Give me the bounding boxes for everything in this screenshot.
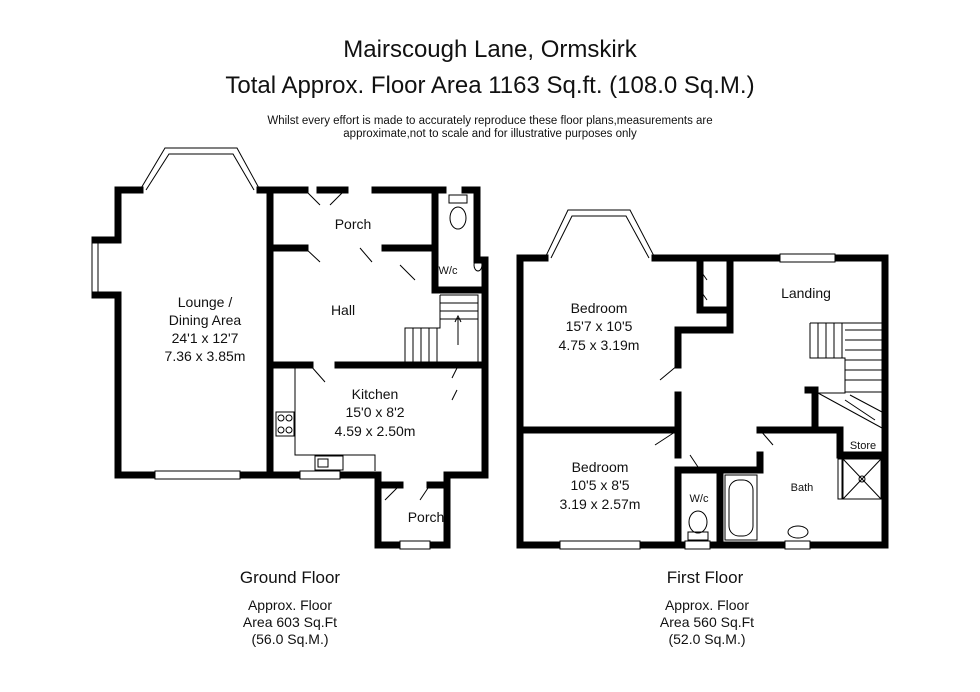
lounge-side-window: [91, 239, 99, 296]
bathtub-icon: [724, 474, 758, 541]
lounge-label-2: Dining Area: [169, 312, 242, 328]
ground-floor-plan: Lounge / Dining Area 24'1 x 12'7 7.36 x …: [91, 147, 489, 550]
ground-wc-basin: [473, 258, 483, 272]
lounge-front-window: [154, 470, 241, 480]
ground-floor-title: Ground Floor: [239, 568, 341, 587]
hob-icon: [275, 411, 295, 437]
landing-label: Landing: [781, 285, 831, 301]
first-floor-plan: Bedroom 15'7 x 10'5 4.75 x 3.19m Landing…: [516, 209, 889, 550]
bath-basin: [787, 525, 809, 539]
bedroom2-label: Bedroom: [572, 459, 629, 475]
porch-window: [399, 540, 431, 550]
first-floor-title: First Floor: [666, 568, 744, 587]
kitchen-label: Kitchen: [352, 386, 399, 402]
bath-label: Bath: [791, 482, 814, 494]
first-wc-toilet: [688, 510, 708, 534]
bedroom2-metric: 3.19 x 2.57m: [560, 496, 641, 512]
first-floor-area-line3: (52.0 Sq.M.): [668, 631, 746, 647]
first-floor-area-line2: Area 560 Sq.Ft: [659, 614, 755, 630]
first-floor-area-line1: Approx. Floor: [664, 597, 750, 613]
lounge-bay-window: [139, 147, 261, 191]
bedroom2-window: [559, 540, 641, 550]
ground-floor-area-line3: (56.0 Sq.M.): [251, 631, 329, 647]
disclaimer-line-1: Whilst every effort is made to accuratel…: [267, 115, 713, 127]
porch-top-label: Porch: [335, 216, 372, 232]
bedroom1-imperial: 15'7 x 10'5: [566, 318, 633, 334]
ground-floor-area-line1: Approx. Floor: [247, 597, 333, 613]
bath-window: [784, 540, 811, 550]
first-floor-area: Approx. Floor Area 560 Sq.Ft (52.0 Sq.M.…: [607, 597, 807, 648]
shower-tray-icon: [842, 458, 882, 500]
hall-label: Hall: [331, 302, 355, 318]
kitchen-metric: 4.59 x 2.50m: [335, 423, 416, 439]
first-wc-label: W/c: [690, 493, 709, 505]
ground-floor-area: Approx. Floor Area 603 Sq.Ft (56.0 Sq.M.…: [190, 597, 390, 648]
first-stairs: [809, 322, 883, 429]
lounge-label: Lounge /: [178, 294, 233, 310]
ground-stairs: [404, 294, 479, 363]
disclaimer-line-2: approximate,not to scale and for illustr…: [343, 128, 637, 140]
ground-wc-label: W/c: [439, 265, 458, 277]
ground-wc-toilet: [449, 206, 467, 230]
bedroom1-metric: 4.75 x 3.19m: [559, 337, 640, 353]
bedroom-bay-window: [544, 209, 656, 259]
sink-icon: [314, 455, 344, 471]
store-label: Store: [850, 440, 876, 452]
kitchen-window: [299, 470, 341, 480]
bedroom1-label: Bedroom: [571, 300, 628, 316]
lounge-imperial: 24'1 x 12'7: [172, 330, 239, 346]
total-floor-area: Total Approx. Floor Area 1163 Sq.ft. (10…: [225, 72, 755, 99]
wc-window: [684, 540, 711, 550]
kitchen-imperial: 15'0 x 8'2: [345, 404, 404, 420]
property-title: Mairscough Lane, Ormskirk: [343, 36, 637, 63]
landing-window: [779, 253, 836, 263]
lounge-metric: 7.36 x 3.85m: [165, 348, 246, 364]
bedroom2-imperial: 10'5 x 8'5: [570, 477, 629, 493]
porch-bottom-label: Porch: [408, 509, 445, 525]
ground-floor-area-line2: Area 603 Sq.Ft: [242, 614, 338, 630]
